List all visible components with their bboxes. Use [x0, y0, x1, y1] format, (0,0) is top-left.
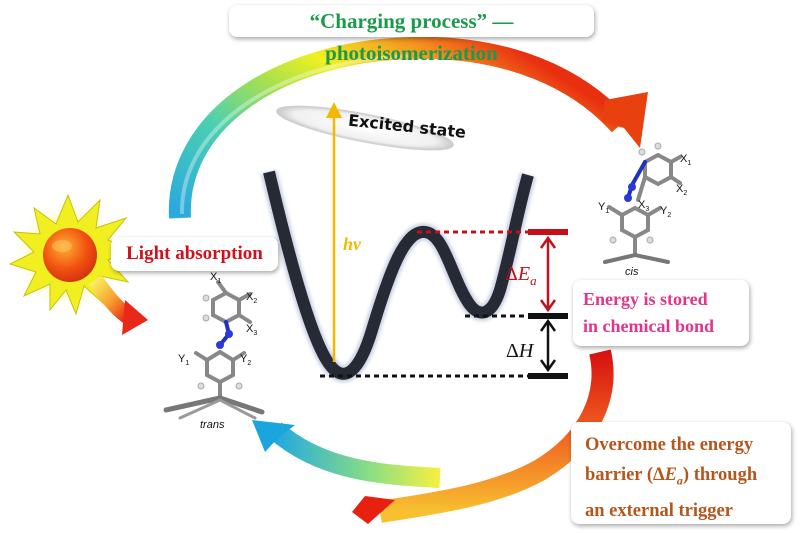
- energy-stored-callout: Energy is stored in chemical bond: [573, 280, 749, 346]
- cis-x2: X: [676, 183, 684, 195]
- trans-y1: Y: [178, 353, 186, 365]
- sub: 1: [687, 160, 691, 167]
- ground-level-bar: [528, 373, 568, 379]
- delta-symbol: Δ: [505, 263, 518, 285]
- potential-energy-curve: [260, 170, 537, 383]
- enthalpy-label: ΔH: [506, 340, 535, 362]
- energy-var: E: [517, 263, 530, 285]
- delta-symbol: Δ: [506, 340, 519, 362]
- cis-molecule: X1 X2 X3 Y1 Y2 cis: [598, 142, 691, 278]
- return-arc-arrow: [252, 420, 441, 488]
- svg-text:X1: X1: [210, 271, 221, 285]
- activation-energy-arrow: [539, 235, 557, 313]
- trigger-callout: Overcome the energy barrier (ΔEa) throug…: [571, 422, 791, 524]
- svg-text:Y1: Y1: [178, 353, 189, 367]
- sub: 2: [683, 190, 687, 197]
- excited-state-ellipse: Excited state: [276, 105, 467, 151]
- energy-sub: a: [530, 273, 537, 288]
- trigger-line1: Overcome the energy: [585, 435, 754, 455]
- energy-stored-line1: Energy is stored: [583, 289, 708, 309]
- charging-arrowhead: [602, 92, 648, 148]
- barrier-level-bar: [528, 229, 568, 235]
- charging-arc-arrow: [168, 36, 648, 219]
- sun-light-arrow: [88, 275, 148, 335]
- photon-arrow: hv: [326, 102, 362, 362]
- sub: 2: [253, 298, 257, 305]
- cis-y2: Y: [660, 205, 668, 217]
- return-arrowhead: [252, 420, 295, 452]
- enthalpy-var: H: [518, 340, 535, 362]
- trigger-line2-sub: a: [676, 473, 683, 488]
- cis-x3: X: [638, 199, 646, 211]
- trigger-line3: an external trigger: [585, 500, 733, 521]
- sub: 2: [667, 212, 671, 219]
- cis-y1: Y: [598, 201, 606, 213]
- title-text: “Charging process” — photoisomerization: [309, 9, 514, 65]
- trans-x3: X: [246, 323, 254, 335]
- trans-y2: Y: [240, 353, 248, 365]
- light-absorption-callout: Light absorption: [111, 237, 278, 271]
- sub: 1: [185, 360, 189, 367]
- svg-text:Y2: Y2: [660, 205, 671, 219]
- energy-stored-line2: in chemical bond: [583, 316, 715, 336]
- enthalpy-arrow: [539, 318, 557, 373]
- title-callout: “Charging process” — photoisomerization: [229, 5, 594, 65]
- sub: 1: [217, 278, 221, 285]
- svg-text:X3: X3: [638, 199, 649, 213]
- svg-text:X3: X3: [246, 323, 257, 337]
- sub: 1: [605, 208, 609, 215]
- metastable-level-bar: [528, 313, 568, 319]
- cis-x1: X: [680, 153, 688, 165]
- discharge-arrowhead: [352, 496, 395, 524]
- svg-text:X1: X1: [680, 153, 691, 167]
- cis-label: cis: [625, 266, 639, 278]
- svg-text:Y2: Y2: [240, 353, 251, 367]
- sub: 3: [253, 330, 257, 337]
- trans-x1: X: [210, 271, 218, 283]
- svg-text:Y1: Y1: [598, 201, 609, 215]
- trans-x2: X: [246, 291, 254, 303]
- trans-label: trans: [200, 419, 225, 431]
- photon-label: hv: [343, 234, 362, 254]
- trigger-line2: barrier (ΔEa) through: [585, 460, 791, 496]
- activation-energy-label: ΔEa: [505, 263, 537, 288]
- discharge-arc-arrow: [352, 349, 614, 524]
- light-absorption-text: Light absorption: [126, 243, 263, 264]
- trigger-line2-var: E: [664, 465, 677, 485]
- svg-text:X2: X2: [676, 183, 687, 197]
- sub: 3: [645, 206, 649, 213]
- trigger-line2-prefix: barrier (Δ: [585, 465, 665, 485]
- sub: 2: [247, 360, 251, 367]
- trans-molecule: X1 X2 X3 Y1 Y2 trans: [163, 271, 265, 431]
- trigger-line2-suffix: ) through: [682, 465, 758, 485]
- svg-text:X2: X2: [246, 291, 257, 305]
